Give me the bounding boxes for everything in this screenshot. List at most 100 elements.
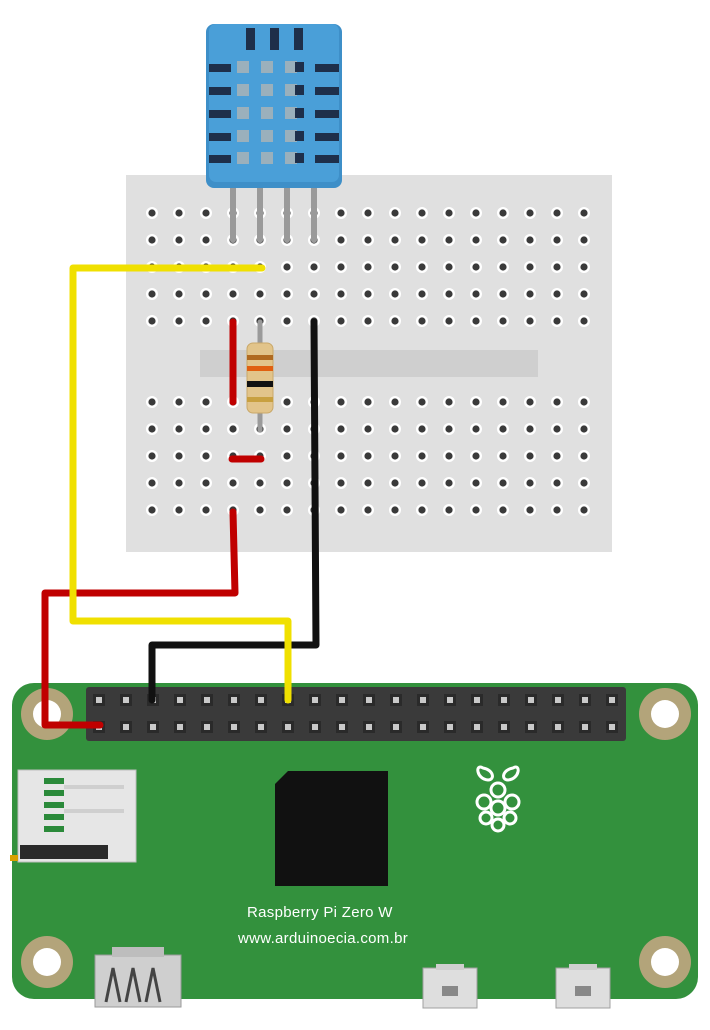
hole (202, 290, 210, 298)
hole (472, 398, 480, 406)
hole (202, 452, 210, 460)
hole (364, 479, 372, 487)
hole (580, 479, 588, 487)
hole (445, 425, 453, 433)
hole (553, 398, 561, 406)
hole (499, 479, 507, 487)
hole (202, 479, 210, 487)
hole (580, 452, 588, 460)
hole (256, 506, 264, 514)
hole (175, 479, 183, 487)
gpio-pin (609, 724, 615, 730)
gpio-pin (204, 724, 210, 730)
hole (229, 425, 237, 433)
hole (391, 317, 399, 325)
hole (229, 290, 237, 298)
gpio-pin (555, 697, 561, 703)
gpio-pins (93, 694, 618, 733)
hole (472, 506, 480, 514)
gpio-pin (447, 697, 453, 703)
hole (337, 479, 345, 487)
hole (526, 209, 534, 217)
board-name-label: Raspberry Pi Zero W (247, 904, 393, 921)
hole (499, 236, 507, 244)
hole (418, 425, 426, 433)
hole (337, 209, 345, 217)
hole (148, 506, 156, 514)
gpio-pin (528, 697, 534, 703)
resistor-band-1 (247, 355, 273, 360)
gpio-pin (474, 697, 480, 703)
hole (472, 290, 480, 298)
hole (526, 236, 534, 244)
raspberry-pi-board (10, 683, 698, 1009)
hole (472, 236, 480, 244)
resistor-band-2 (247, 366, 273, 371)
gpio-pin (501, 724, 507, 730)
hole (499, 290, 507, 298)
resistor (246, 319, 274, 433)
hole (391, 209, 399, 217)
hole (283, 317, 291, 325)
gpio-pin (258, 697, 264, 703)
hole (445, 398, 453, 406)
hole (418, 506, 426, 514)
gpio-pin (447, 724, 453, 730)
hole (337, 236, 345, 244)
hole (580, 209, 588, 217)
hole (580, 317, 588, 325)
hole (391, 398, 399, 406)
hole (553, 452, 561, 460)
gpio-pin (582, 724, 588, 730)
gpio-pin (339, 697, 345, 703)
gpio-pin (420, 724, 426, 730)
hole (175, 425, 183, 433)
hole (256, 479, 264, 487)
gpio-pin (393, 724, 399, 730)
hole (499, 506, 507, 514)
gpio-pin (312, 724, 318, 730)
gpio-pin (474, 724, 480, 730)
gpio-pin (231, 724, 237, 730)
hole (499, 398, 507, 406)
hole (391, 452, 399, 460)
hole (148, 479, 156, 487)
resistor-band-4 (247, 397, 273, 402)
gpio-pin (393, 697, 399, 703)
black-wire (148, 318, 320, 704)
hole (337, 290, 345, 298)
hole (445, 317, 453, 325)
hole (364, 452, 372, 460)
hole (175, 398, 183, 406)
gpio-pin (555, 724, 561, 730)
hole (580, 506, 588, 514)
soc-chip (275, 771, 388, 886)
resistor-body (246, 342, 274, 414)
hole (418, 290, 426, 298)
hole (526, 398, 534, 406)
hole (364, 263, 372, 271)
raspberry-pi-logo-icon (475, 765, 521, 833)
gpio-pin (312, 697, 318, 703)
hole (175, 506, 183, 514)
hole (337, 317, 345, 325)
breadboard-jumper-red (228, 318, 265, 463)
hole (445, 290, 453, 298)
gpio-pin (339, 724, 345, 730)
hole (337, 425, 345, 433)
gpio-pin (123, 697, 129, 703)
hole (526, 425, 534, 433)
hole (445, 479, 453, 487)
hole (418, 452, 426, 460)
hole (526, 452, 534, 460)
hole (148, 290, 156, 298)
hole (202, 506, 210, 514)
mini-hdmi-port (94, 947, 182, 1008)
hole (364, 317, 372, 325)
temperature-humidity-sensor-icon (206, 24, 342, 188)
hole (472, 479, 480, 487)
breadboard (126, 175, 612, 552)
hole (553, 263, 561, 271)
